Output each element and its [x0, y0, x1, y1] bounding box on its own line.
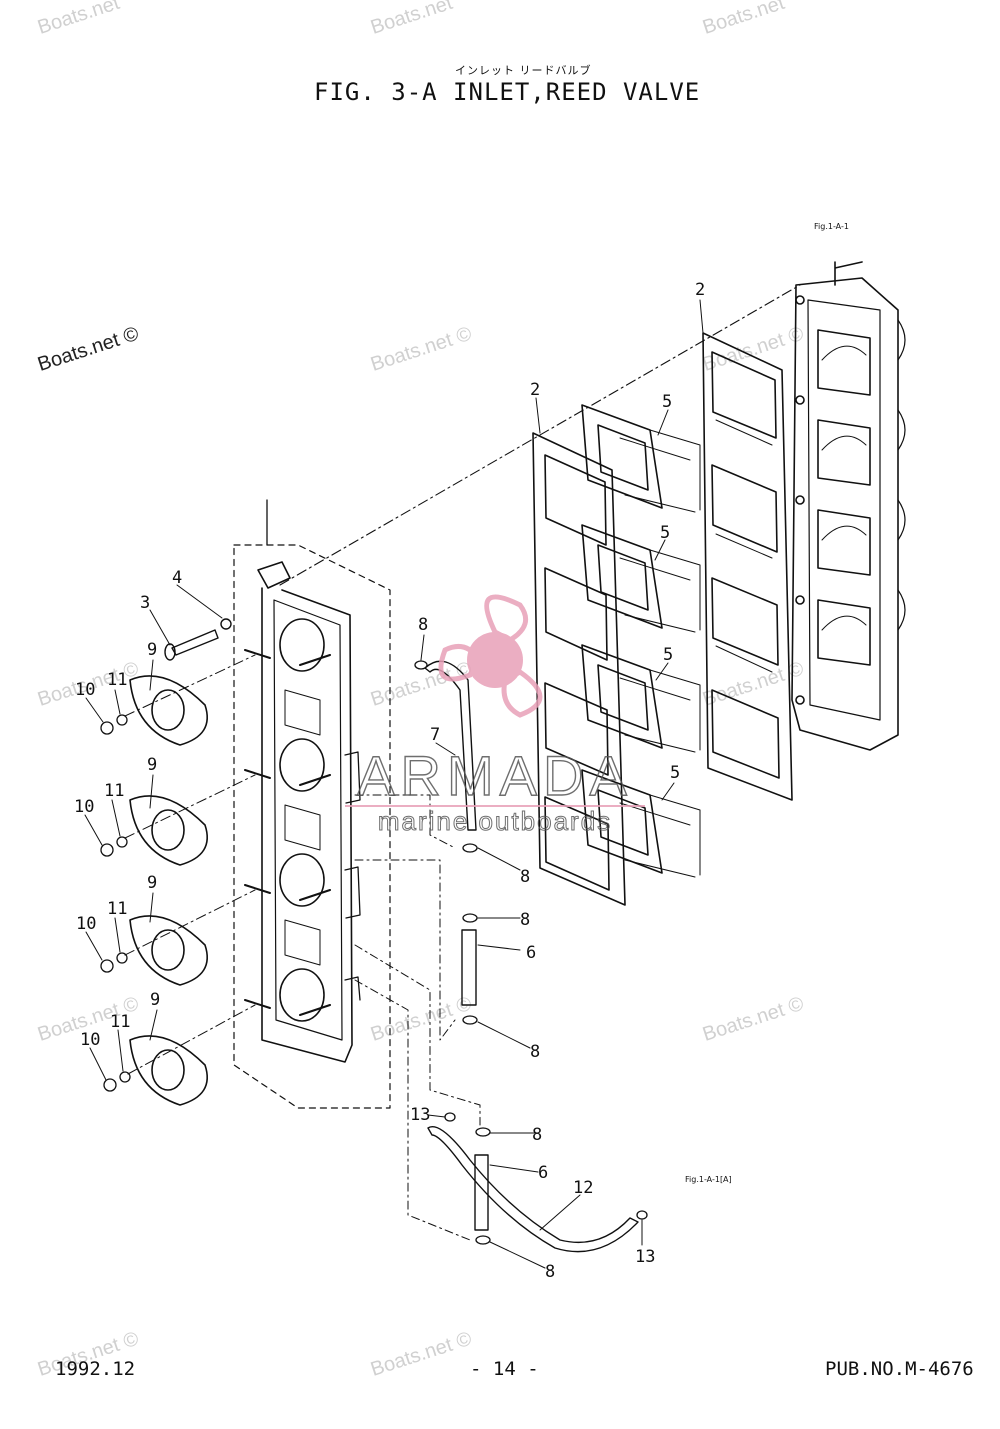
logo-tagline: marine outboards	[378, 806, 612, 836]
callout: 8	[530, 1042, 540, 1062]
callout: 10	[76, 914, 96, 934]
callout: 11	[107, 899, 127, 919]
callout: 8	[545, 1262, 555, 1282]
callout: 6	[526, 943, 536, 963]
callout: 11	[107, 670, 127, 690]
page-number: - 14 -	[470, 1358, 539, 1380]
hose	[427, 1126, 639, 1253]
reed-valve-assembly	[581, 404, 701, 878]
callout: 8	[418, 615, 428, 635]
callout: 12	[573, 1178, 593, 1198]
figure-reference: Fig.1-A-1	[814, 222, 849, 231]
callout: 2	[695, 280, 705, 300]
callout: 13	[410, 1105, 430, 1125]
callout: 9	[150, 990, 160, 1010]
callout: 9	[147, 640, 157, 660]
gasket-right	[702, 332, 793, 801]
armada-logo: ARMADA marine outboards	[345, 594, 645, 837]
callout: 13	[635, 1247, 655, 1267]
callout: 8	[520, 867, 530, 887]
footer-date: 1992.12	[55, 1358, 136, 1380]
hose	[461, 929, 477, 1006]
publication-number: PUB.NO.M-4676	[825, 1358, 974, 1380]
figure-reference: Fig.1-A-1[A]	[685, 1175, 732, 1184]
callout: 11	[110, 1012, 130, 1032]
callout: 3	[140, 593, 150, 613]
callout: 5	[670, 763, 680, 783]
figure-title: FIG. 3-A INLET,REED VALVE	[314, 78, 701, 106]
gasket-left	[532, 432, 626, 906]
callout: 9	[147, 755, 157, 775]
callout: 11	[104, 781, 124, 801]
callout: 2	[530, 380, 540, 400]
callout: 10	[74, 797, 94, 817]
nut-washer	[100, 654, 256, 1092]
callout: 8	[520, 910, 530, 930]
logo-name: ARMADA	[357, 744, 633, 807]
callout: 6	[538, 1163, 548, 1183]
callout: 5	[660, 523, 670, 543]
callout: 10	[75, 680, 95, 700]
hose-clip	[414, 660, 648, 1245]
carb-insulator-gasket	[129, 675, 208, 1106]
hose	[474, 1154, 489, 1231]
crankcase-outline	[791, 261, 906, 751]
bolt	[164, 618, 232, 661]
group-boundary	[233, 544, 391, 1109]
leader-lines	[84, 299, 704, 1269]
callout: 7	[430, 725, 440, 745]
title-japanese: インレット リードバルブ	[455, 64, 592, 77]
intake-manifold	[244, 561, 361, 1063]
callout: 9	[147, 873, 157, 893]
callout: 5	[662, 392, 672, 412]
callout-numbers: 2 2 3 4 5 5 5 5 6 6 7 8 8 8 8 8 8 9 9 9 …	[74, 280, 705, 1282]
callout: 5	[663, 645, 673, 665]
callout: 10	[80, 1030, 100, 1050]
callout: 4	[172, 568, 182, 588]
callout: 8	[532, 1125, 542, 1145]
